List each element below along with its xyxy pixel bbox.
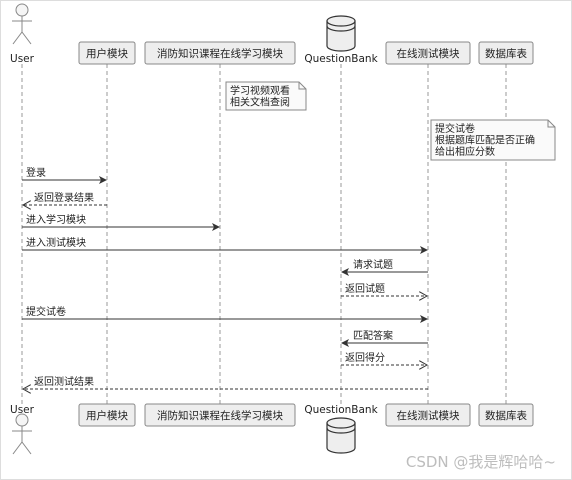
participant-test-top: 在线测试模块 bbox=[385, 41, 471, 65]
database-cylinder-ring-icon bbox=[326, 25, 356, 32]
note-line: 提交试卷 bbox=[435, 122, 475, 135]
participant-user_module-top: 用户模块 bbox=[78, 41, 136, 65]
participant-label: 在线测试模块 bbox=[397, 409, 460, 422]
message: 进入学习模块 bbox=[22, 213, 220, 231]
database-cylinder-top-icon bbox=[326, 417, 356, 429]
message: 提交试卷 bbox=[22, 305, 428, 323]
participant-label: 消防知识课程在线学习模块 bbox=[157, 47, 283, 60]
note-fold-icon bbox=[547, 120, 555, 128]
note-box bbox=[225, 81, 307, 111]
database-cylinder-icon bbox=[326, 423, 356, 454]
actor-label: User bbox=[10, 404, 35, 416]
actor-top: User bbox=[10, 3, 35, 65]
note-fold-icon bbox=[298, 82, 306, 90]
message-label: 返回测试结果 bbox=[34, 375, 94, 388]
message: 返回登录结果 bbox=[23, 191, 107, 205]
participant-label: 数据库表 bbox=[485, 409, 527, 422]
participant-box bbox=[78, 403, 136, 427]
database-cylinder-ring-icon bbox=[326, 427, 356, 434]
participant-user_module-bottom: 用户模块 bbox=[78, 403, 136, 427]
message: 进入测试模块 bbox=[22, 236, 428, 254]
message: 返回测试结果 bbox=[23, 375, 428, 389]
message: 返回得分 bbox=[341, 352, 427, 365]
participant-box bbox=[144, 403, 296, 427]
participant-label: 数据库表 bbox=[485, 47, 527, 60]
message-label: 登录 bbox=[26, 166, 46, 179]
participant-box bbox=[478, 41, 534, 65]
actor-leg-icon bbox=[21, 31, 32, 45]
database-bottom: QuestionBank bbox=[304, 404, 379, 454]
message-label: 请求试题 bbox=[353, 258, 393, 271]
note-line: 根据题库匹配是否正确 bbox=[435, 134, 535, 147]
messages: 登录返回登录结果进入学习模块进入测试模块请求试题返回试题提交试卷匹配答案返回得分… bbox=[22, 166, 428, 389]
participant-db_table-bottom: 数据库表 bbox=[478, 403, 534, 427]
actor-bottom: User bbox=[10, 404, 35, 455]
message-label: 进入测试模块 bbox=[26, 236, 86, 249]
actor-leg-icon bbox=[21, 441, 32, 455]
participant-label: 消防知识课程在线学习模块 bbox=[157, 409, 283, 422]
database-label: QuestionBank bbox=[304, 53, 378, 65]
message: 请求试题 bbox=[341, 258, 428, 276]
participant-label: 用户模块 bbox=[86, 47, 128, 60]
message-label: 提交试卷 bbox=[26, 305, 66, 318]
participant-label: 在线测试模块 bbox=[397, 47, 460, 60]
participant-box bbox=[385, 403, 471, 427]
actor-leg-icon bbox=[12, 441, 23, 455]
participant-learning-top: 消防知识课程在线学习模块 bbox=[144, 41, 296, 65]
message-label: 匹配答案 bbox=[353, 329, 393, 342]
participant-box bbox=[385, 41, 471, 65]
participant-db_table-top: 数据库表 bbox=[478, 41, 534, 65]
message: 匹配答案 bbox=[341, 329, 428, 347]
participant-box bbox=[478, 403, 534, 427]
participant-label: 用户模块 bbox=[86, 409, 128, 422]
participants-bottom: User 用户模块 消防知识课程在线学习模块 QuestionBank 在线测试模块 数据… bbox=[10, 403, 534, 455]
message: 登录 bbox=[22, 166, 107, 184]
actor-leg-icon bbox=[12, 31, 23, 45]
note-line: 给出相应分数 bbox=[435, 145, 495, 158]
watermark: CSDN @我是辉哈哈~ bbox=[406, 453, 556, 471]
participants-top: User 用户模块 消防知识课程在线学习模块 QuestionBank 在线测试模块 数据… bbox=[10, 3, 534, 65]
message-label: 返回得分 bbox=[345, 352, 385, 364]
lifelines bbox=[21, 64, 507, 404]
note-box bbox=[430, 119, 556, 161]
message-label: 返回试题 bbox=[345, 282, 385, 295]
message-label: 进入学习模块 bbox=[26, 213, 86, 226]
participant-learning-bottom: 消防知识课程在线学习模块 bbox=[144, 403, 296, 427]
database-label: QuestionBank bbox=[304, 404, 378, 416]
database-top: QuestionBank bbox=[304, 15, 379, 65]
message-label: 返回登录结果 bbox=[34, 191, 94, 204]
database-cylinder-top-icon bbox=[326, 15, 356, 27]
participant-box bbox=[78, 41, 136, 65]
participant-box bbox=[144, 41, 296, 65]
actor-label: User bbox=[10, 53, 35, 65]
message: 返回试题 bbox=[341, 282, 427, 296]
database-cylinder-icon bbox=[326, 21, 356, 52]
note-line: 学习视频观看 bbox=[230, 84, 290, 97]
actor-head-icon bbox=[15, 3, 29, 17]
participant-test-bottom: 在线测试模块 bbox=[385, 403, 471, 427]
note-line: 相关文档查阅 bbox=[230, 96, 290, 109]
